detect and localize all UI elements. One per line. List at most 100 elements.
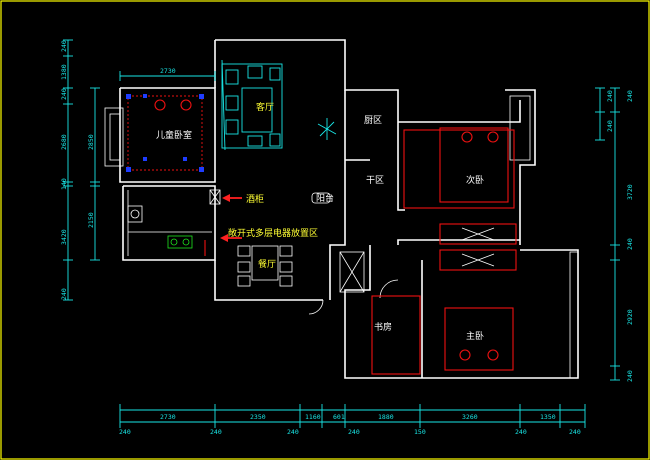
bar-counter xyxy=(311,192,331,204)
label-second-bedroom: 次卧 xyxy=(466,174,484,186)
label-kitchen: 厨区 xyxy=(364,115,382,126)
dim-left-3: 2680 xyxy=(60,134,68,150)
tv-wall-line xyxy=(221,59,226,151)
dining-chair xyxy=(279,261,293,273)
wardrobe-marks xyxy=(461,227,495,267)
marker xyxy=(143,94,147,98)
lower-block-wall xyxy=(344,245,579,379)
lower-top-wall xyxy=(397,239,520,245)
dim-left-4: 140 xyxy=(60,178,68,190)
dim-bottom-wall-6: 240 xyxy=(569,428,581,436)
dining-chair xyxy=(237,261,251,273)
dim-bottom-seg-5: 3260 xyxy=(462,413,478,421)
dim-bottom-seg-1: 2350 xyxy=(250,413,266,421)
x-mark xyxy=(461,227,495,241)
master-bed xyxy=(444,307,514,371)
armchair xyxy=(247,135,263,147)
pillow xyxy=(154,99,166,111)
dining-furniture xyxy=(237,245,293,287)
dim-right-0: 240 xyxy=(626,90,634,102)
balcony-wall xyxy=(505,89,536,245)
kitchen-wall xyxy=(122,185,216,261)
cross xyxy=(209,189,221,205)
master-window xyxy=(569,251,579,379)
entry-door xyxy=(308,299,324,315)
dim-right-inner-0: 240 xyxy=(606,90,614,102)
kids-bed xyxy=(126,94,204,172)
label-dining: 餐厅 xyxy=(258,258,276,270)
dim-bottom-wall-3: 240 xyxy=(348,428,360,436)
balcony-rail xyxy=(509,95,531,161)
dim-top-kids: 2730 xyxy=(160,67,176,75)
kids-bay-window-inner xyxy=(109,113,121,161)
burner xyxy=(170,238,178,246)
burner xyxy=(182,238,190,246)
dim-left-inner-1: 2150 xyxy=(87,212,95,228)
kitchen-fixtures xyxy=(127,205,193,249)
shaft-box xyxy=(339,251,365,293)
dim-bottom-wall-2: 240 xyxy=(287,428,299,436)
sink-bowl xyxy=(130,209,140,219)
dimension-lines xyxy=(63,39,620,428)
kids-bay-window xyxy=(104,107,124,167)
plant xyxy=(317,118,337,140)
dim-bottom-wall-1: 240 xyxy=(210,428,222,436)
side-table xyxy=(269,67,281,81)
marker xyxy=(143,157,147,161)
living-furniture xyxy=(221,59,283,151)
pillow xyxy=(487,131,499,143)
second-bed-bed xyxy=(439,127,509,203)
dim-right-inner-1: 240 xyxy=(606,120,614,132)
appliance-arrow-head xyxy=(220,234,228,242)
pillow xyxy=(459,349,471,361)
dim-right-2: 240 xyxy=(626,238,634,250)
marker xyxy=(126,167,131,172)
wardrobe-1 xyxy=(439,223,517,245)
dim-bottom-seg-6: 1350 xyxy=(540,413,556,421)
label-study: 书房 xyxy=(374,321,392,333)
label-appliance-area: 敞开式多层电器放置区 xyxy=(228,227,318,239)
side-table xyxy=(269,133,281,147)
label-kids-room: 儿童卧室 xyxy=(156,129,192,141)
x-mark xyxy=(461,253,495,267)
walls xyxy=(104,39,579,379)
shaft-cross xyxy=(339,251,365,293)
coffee-table xyxy=(241,87,273,133)
dim-bottom-seg-4: 1880 xyxy=(378,413,394,421)
dim-bottom-wall-5: 240 xyxy=(515,428,527,436)
dim-left-0: 240 xyxy=(60,40,68,52)
dim-bottom-wall-4: 150 xyxy=(414,428,426,436)
second-bed-red xyxy=(403,129,515,209)
dim-bottom-seg-2: 1160 xyxy=(305,413,321,421)
second-bed-left-wall xyxy=(397,122,405,211)
dim-right-3: 2920 xyxy=(626,309,634,325)
dining-chair xyxy=(237,245,251,257)
dim-right-4: 240 xyxy=(626,370,634,382)
dim-bottom-seg-0: 2730 xyxy=(160,413,176,421)
dim-left-6: 240 xyxy=(60,288,68,300)
pillow xyxy=(461,131,473,143)
wardrobe-2 xyxy=(439,249,517,271)
central-wall xyxy=(329,90,346,300)
study-door xyxy=(379,279,399,299)
dim-left-inner-0: 2850 xyxy=(87,134,95,150)
pillow xyxy=(180,99,192,111)
armchair xyxy=(225,95,239,111)
study-red xyxy=(371,295,421,375)
marker xyxy=(199,94,204,99)
dim-left-1: 1380 xyxy=(60,64,68,80)
annotation-arrows xyxy=(220,194,242,242)
dim-right-1: 3720 xyxy=(626,184,634,200)
wine-cabinet-box xyxy=(209,189,221,205)
label-bar: 阳台 xyxy=(316,192,334,204)
dining-chair xyxy=(237,275,251,287)
red-lines xyxy=(204,127,517,375)
armchair xyxy=(247,65,263,79)
dining-table xyxy=(251,245,279,281)
sink xyxy=(127,205,143,223)
label-dry-area: 干区 xyxy=(366,175,384,186)
second-bed-top-wall xyxy=(398,100,521,123)
dim-bottom-seg-3: 601 xyxy=(333,413,345,421)
